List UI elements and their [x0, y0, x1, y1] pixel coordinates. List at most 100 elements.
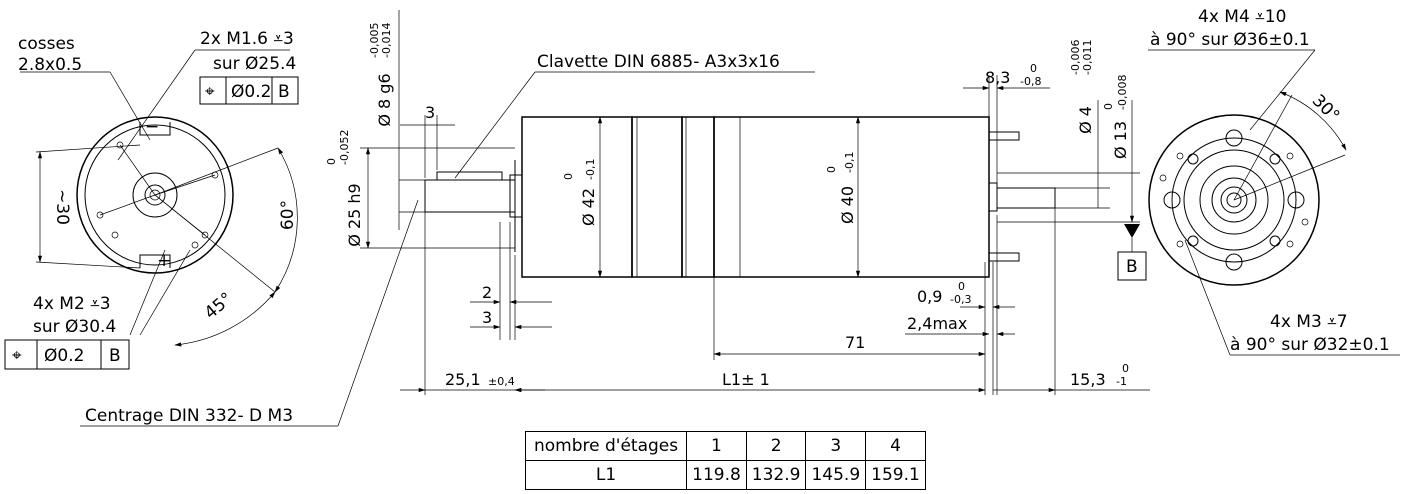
shaft-dia-label: Ø 8 g6 [375, 73, 394, 126]
rear-shaft-dia-label: Ø 4 [1076, 106, 1095, 134]
side-view: Ø 42 0 -0,1 Ø 40 0 -0,1 Ø 8 g6 -0,005 -0… [80, 10, 1150, 427]
dim-71-label: 71 [845, 333, 865, 352]
dia-40-tol-up: 0 [825, 166, 838, 173]
right-end-view: 30° [1148, 49, 1400, 356]
pilot-dia-label: Ø 25 h9 [345, 183, 364, 246]
terminals-label-line1: cosses [18, 34, 75, 54]
table-cell: 159.1 [865, 460, 926, 490]
m3-hole-4 [1187, 235, 1199, 247]
angle-45-label: 45° [201, 289, 237, 324]
rear-boss [988, 182, 998, 212]
rear-housing-outer-circle [76, 116, 234, 274]
dim-3-label: 3 [482, 308, 492, 327]
shaft-dia-tol-lo: -0,014 [380, 23, 393, 58]
fcf-a-tolerance: Ø0.2 [231, 82, 271, 102]
m4-hole-top [1225, 129, 1243, 147]
m3-hole-2 [1187, 153, 1199, 165]
dim-2-4max-label: 2,4max [907, 314, 967, 333]
rear-boss-tol-up: 0 [1102, 103, 1115, 110]
dim-15-3-tol-lo: -1 [1116, 375, 1127, 388]
dia-42-tol-lo: -0,1 [584, 159, 597, 180]
rear-boss-tol-lo: -0,008 [1116, 75, 1129, 110]
table-cell: 145.9 [805, 460, 867, 490]
front-shaft-hub [1211, 177, 1257, 223]
dim-8-3-label: 8,3 [985, 68, 1010, 87]
terminal-bottom [139, 254, 171, 268]
front-holes-b-line1: 4x M3 ⩡7 [1270, 312, 1348, 332]
stage-length-table: nombre d'étages 1 2 3 4 L1 119.8 132.9 1… [524, 431, 926, 490]
front-holes-b-line2: à 90° sur Ø32±0.1 [1230, 335, 1390, 355]
front-shaft [1226, 192, 1242, 208]
dim-15-3-label: 15,3 [1070, 370, 1106, 389]
dim-8-3-tol-up: 0 [1030, 62, 1037, 75]
dia-40-label: Ø 40 [838, 186, 857, 224]
dim-0-9-tol-lo: -0,3 [950, 293, 971, 306]
rear-shaft [996, 187, 1056, 209]
m4-hole-left [1163, 191, 1181, 209]
gearbox-stage-2 [631, 116, 683, 278]
table-cell: 1 [686, 431, 747, 461]
table-cell: 4 [865, 431, 926, 461]
dia-42-label: Ø 42 [579, 188, 598, 226]
gearbox-stage-1 [521, 116, 633, 278]
holes-b-label-line2: sur Ø30.4 [33, 317, 116, 337]
table-header-stages: nombre d'étages [524, 431, 688, 461]
holes-a-label-line1: 2x M1.6 ⩡3 [200, 29, 294, 49]
holes-a-label-line2: sur Ø25.4 [213, 54, 296, 74]
dim-25-1-label: 25,1 [445, 370, 481, 389]
rear-terminal-bottom [988, 252, 1020, 262]
dim-L1-label: L1± 1 [722, 370, 770, 389]
rear-terminal-top [988, 131, 1020, 141]
front-pilot-circle [1171, 137, 1297, 263]
pilot-dia-tol-lo: -0,052 [338, 130, 351, 165]
table-header-l1: L1 [524, 460, 688, 490]
m3-hole-1 [1269, 153, 1281, 165]
rear-housing-inner-circle [84, 124, 226, 266]
fcf-top-left: ⌖ Ø0.2 B [199, 76, 299, 105]
m4-hole-bottom [1225, 253, 1243, 271]
gearbox-stage-3 [681, 116, 715, 278]
left-end-view: ~30 60° 45° − + [20, 49, 298, 347]
dim-15-3-tol-up: 0 [1122, 362, 1129, 375]
pilot-dia-tol-up: 0 [325, 158, 338, 165]
dim-30-label: ~30 [52, 189, 72, 225]
angle-30-label: 30° [1308, 91, 1343, 126]
terminal-plus-mark: + [157, 251, 171, 271]
dim-3-key-label: 3 [425, 103, 435, 122]
rear-shaft-tol-lo: -0,011 [1081, 40, 1094, 75]
fcf-b-tolerance: Ø0.2 [44, 346, 84, 366]
dia-40-tol-lo: -0,1 [843, 152, 856, 173]
table-cell: 132.9 [745, 460, 807, 490]
dim-0-9-label: 0,9 [917, 287, 942, 306]
output-shaft [424, 179, 516, 213]
table-row: L1 119.8 132.9 145.9 159.1 [524, 460, 926, 490]
datum-b-label: B [1126, 257, 1138, 277]
terminals-label-line2: 2.8x0.5 [18, 55, 82, 75]
front-holes-a-line1: 4x M4 ⩡10 [1198, 7, 1286, 27]
dim-2-label: 2 [482, 283, 492, 302]
rear-hub-circle [132, 172, 178, 218]
position-symbol-icon: ⌖ [12, 346, 22, 366]
key-label: Clavette DIN 6885- A3x3x16 [537, 52, 780, 72]
rear-boss-dia-label: Ø 13 [1111, 121, 1130, 159]
table-cell: 2 [745, 431, 807, 461]
m3-hole-3 [1269, 235, 1281, 247]
angle-60-label: 60° [278, 200, 298, 230]
dia-42-tol-up: 0 [562, 173, 575, 180]
dim-0-9-tol-up: 0 [958, 280, 965, 293]
datum-triangle-icon [1124, 224, 1140, 238]
centering-label: Centrage DIN 332- D M3 [85, 406, 293, 426]
dim-8-3-tol-lo: -0,8 [1020, 75, 1041, 88]
rear-shaft-circle [144, 184, 166, 206]
fcf-a-datum: B [278, 82, 290, 102]
table-cell: 119.8 [686, 460, 747, 490]
shaft-dia-tol-up: -0,005 [368, 23, 381, 58]
table-cell: 3 [805, 431, 867, 461]
shaft-key [436, 171, 503, 181]
table-row: nombre d'étages 1 2 3 4 [524, 431, 926, 461]
front-flange-outer-circle [1148, 114, 1320, 286]
dim-25-1-tol: ±0,4 [488, 375, 515, 388]
datum-b-box [1117, 251, 1147, 281]
front-holes-a-line2: à 90° sur Ø36±0.1 [1150, 30, 1310, 50]
fcf-b-datum: B [109, 346, 121, 366]
